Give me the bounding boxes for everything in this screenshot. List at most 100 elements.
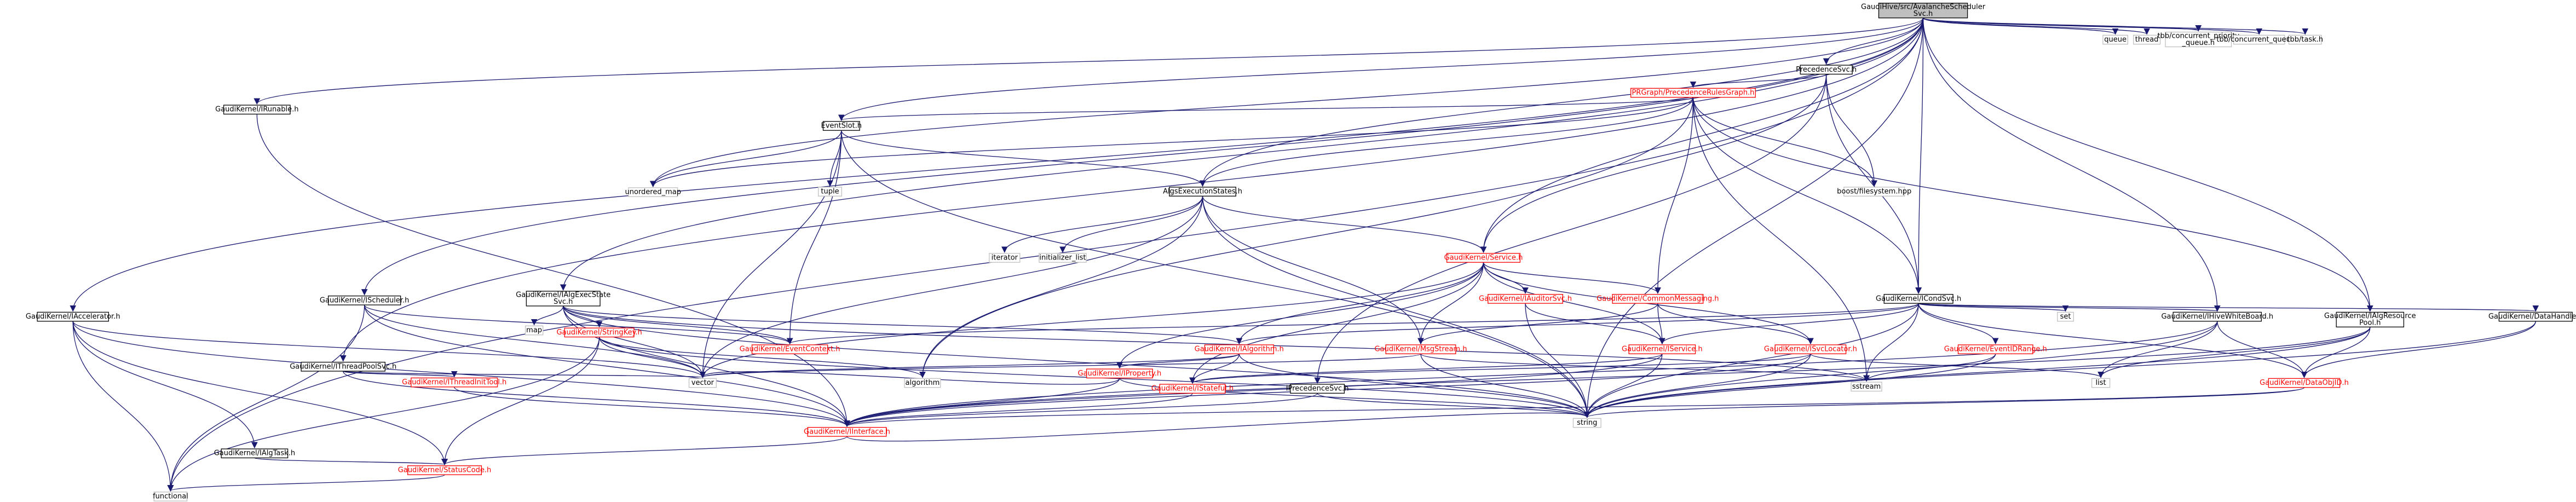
edge-root-to-icondsvc (1915, 18, 1924, 294)
edge-algexec-to-vector (699, 196, 1203, 378)
node-ithreadpool[interactable]: GaudiKernel/IThreadPoolSvc.h (290, 361, 396, 372)
edge-icondsvc-to-iservice (1659, 303, 1919, 345)
node-iinterface[interactable]: GaudiKernel/IInterface.h (804, 427, 890, 437)
node-label: GaudiKernel/IInterface.h (804, 428, 890, 436)
edge-root-to-algexec (1199, 18, 1924, 187)
node-iprecsvc[interactable]: IPrecedenceSvc.h (1286, 384, 1349, 394)
node-tbbqueue: tbb/concurrent_queue.h (2216, 34, 2302, 45)
edge-commonmsg-to-msgstream (1417, 303, 1658, 345)
node-vector: vector (688, 378, 717, 388)
edge-iprecsvc-to-iinterface (844, 393, 1318, 427)
node-box (526, 291, 601, 307)
edge-stringkey-to-statuscode (441, 337, 600, 465)
node-label: GaudiKernel/IRunable.h (215, 106, 298, 114)
node-algexec[interactable]: AlgsExecutionStates.h (1163, 187, 1242, 197)
dependency-edges (70, 18, 2538, 492)
node-ihiveboard[interactable]: GaudiKernel/IHiveWhiteBoard.h (2161, 311, 2273, 322)
node-ischeduler[interactable]: GaudiKernel/IScheduler.h (320, 295, 409, 305)
node-iaccel[interactable]: GaudiKernel/IAccelerator.h (26, 311, 120, 322)
edge-iinterface-to-string (846, 411, 1590, 442)
node-thread: thread (2133, 34, 2161, 45)
node-eventctx[interactable]: GaudiKernel/EventContext.h (740, 344, 840, 354)
node-box (628, 187, 678, 197)
node-box (822, 121, 860, 131)
node-label: PrecedenceSvc.h (1796, 66, 1857, 74)
node-label: tbb/task.h (2287, 36, 2323, 44)
node-box (1039, 253, 1087, 263)
node-service[interactable]: GaudiKernel/Service.h (1444, 253, 1523, 263)
node-icondsvc[interactable]: GaudiKernel/ICondSvc.h (1876, 294, 1961, 304)
edge-root-to-precsvc (1823, 18, 1924, 65)
edge-service-to-vector (699, 262, 1484, 378)
node-label: string (1577, 419, 1597, 427)
edge-root-to-tbbprio (1922, 18, 2202, 32)
edge-prgraph-to-ialgrespool (1692, 97, 2373, 312)
node-runable[interactable]: GaudiKernel/IRunable.h (215, 105, 298, 115)
node-box (1159, 384, 1226, 394)
node-iproperty[interactable]: GaudiKernel/IProperty.h (1077, 368, 1161, 379)
node-label: tbb/concurrent_priority (2157, 32, 2239, 40)
node-label: GaudiKernel/ISvcLocator.h (1764, 345, 1857, 354)
node-isvclocator[interactable]: GaudiKernel/ISvcLocator.h (1764, 344, 1857, 354)
node-prgraph[interactable]: PRGraph/PrecedenceRulesGraph.h (1630, 88, 1756, 98)
edge-service-to-commonmsg (1483, 262, 1661, 294)
edge-commonmsg-to-iservice (1657, 303, 1666, 345)
edge-ialgtask-to-statuscode (254, 457, 448, 465)
node-box (1204, 344, 1274, 354)
node-datahandle[interactable]: GaudiKernel/DataHandle.h (2488, 311, 2576, 322)
edge-eventslot-to-vector (699, 130, 842, 378)
edge-isvclocator-to-string (1583, 354, 1811, 418)
edge-root-to-ithreadpool (339, 18, 1924, 362)
edge-iservice-to-string (1583, 354, 1663, 418)
edge-isvclocator-to-istateful (1189, 353, 1811, 384)
node-box (1851, 382, 1882, 392)
node-iterator: iterator (989, 253, 1021, 263)
edge-msgstream-to-vector (700, 353, 1421, 378)
node-label: GaudiKernel/IAlgorithm.h (1195, 345, 1284, 354)
node-commonmsg[interactable]: GaudiKernel/CommonMessaging.h (1597, 294, 1719, 304)
node-stringkey[interactable]: GaudiKernel/StringKey.h (556, 327, 642, 338)
node-box (751, 344, 828, 354)
node-msgstream[interactable]: GaudiKernel/MsgStream.h (1374, 344, 1467, 354)
edge-icondsvc-to-datahandle (1918, 303, 2538, 312)
node-dataobjid[interactable]: GaudiKernel/DataObjID.h (2260, 378, 2349, 388)
node-box (2268, 378, 2341, 388)
edge-root-to-eventslot (838, 18, 1924, 121)
edge-algexec-to-msgstream (1202, 196, 1424, 345)
edge-root-to-ischeduler (361, 18, 1924, 296)
node-box (223, 105, 291, 115)
node-label: tbb/concurrent_queue.h (2216, 36, 2302, 44)
node-istateful[interactable]: GaudiKernel/IStateful.h (1151, 384, 1234, 394)
edge-prgraph-to-eventslot (838, 97, 1694, 121)
node-box (525, 325, 544, 336)
node-label: GaudiKernel/EventIDRange.h (1944, 345, 2047, 354)
node-functional: functional (153, 492, 188, 501)
node-precsvc[interactable]: PrecedenceSvc.h (1796, 65, 1857, 75)
edge-ihiveboard-to-string (1584, 321, 2218, 418)
node-label: GaudiKernel/IAuditorSvc.h (1479, 295, 1572, 303)
node-label: boost/filesystem.hpp (1837, 188, 1911, 196)
node-label: tuple (821, 188, 839, 196)
edge-root-to-iaccel (70, 18, 1924, 312)
node-statuscode[interactable]: GaudiKernel/StatusCode.h (398, 465, 491, 475)
edge-iproperty-to-string (1119, 378, 1590, 418)
node-label: GaudiKernel/IAlgTask.h (214, 449, 295, 458)
node-ialgtask[interactable]: GaudiKernel/IAlgTask.h (214, 448, 295, 459)
node-ithreadinit[interactable]: GaudiKernel/IThreadInitTool.h (402, 377, 506, 388)
edge-icondsvc-to-dataobjid (1918, 303, 2308, 378)
node-eventidrange[interactable]: GaudiKernel/EventIDRange.h (1944, 344, 2047, 354)
node-eventslot[interactable]: EventSlot.h (821, 121, 862, 131)
node-string: string (1572, 418, 1601, 428)
node-iauditorsvc[interactable]: GaudiKernel/IAuditorSvc.h (1479, 294, 1572, 304)
edge-commonmsg-to-isvclocator (1657, 303, 1814, 345)
edge-ialgexecsvc-to-sstream (563, 305, 1870, 382)
node-label: sstream (1852, 383, 1881, 391)
node-ialgorithm[interactable]: GaudiKernel/IAlgorithm.h (1195, 344, 1284, 354)
edge-msgstream-to-string (1420, 354, 1590, 418)
node-iservice[interactable]: GaudiKernel/IService.h (1622, 344, 1703, 354)
edge-prgraph-to-icondsvc (1692, 97, 1922, 294)
edge-prgraph-to-boostfs (1692, 97, 1878, 187)
